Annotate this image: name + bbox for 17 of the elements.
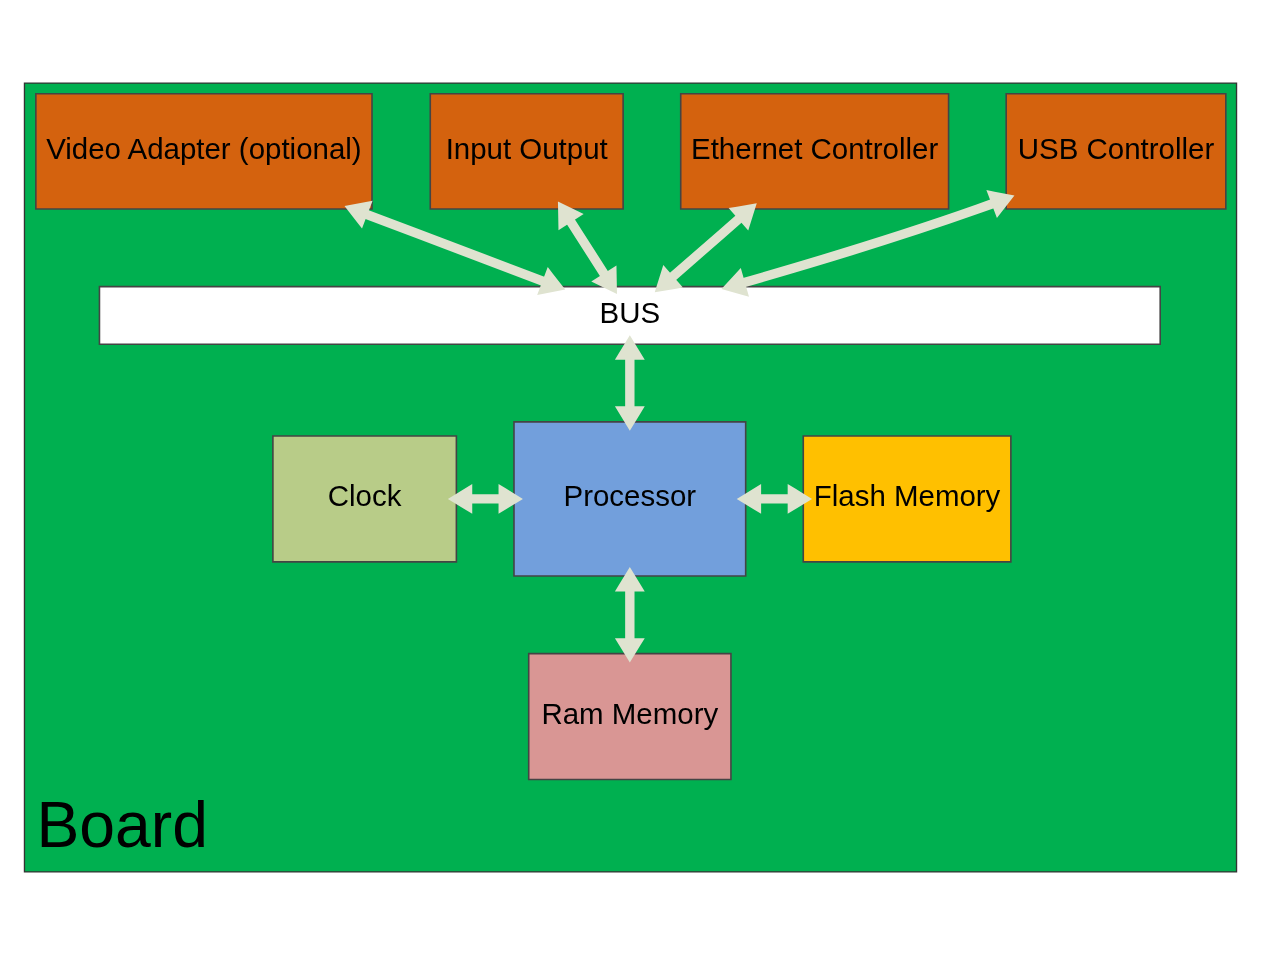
arrow — [614, 566, 645, 663]
node-box: Clock — [272, 434, 458, 563]
node-box: Processor — [513, 420, 747, 577]
arrow — [344, 200, 566, 295]
arrow — [614, 334, 645, 431]
node-box: Flash Memory — [802, 434, 1012, 563]
node-box: BUS — [98, 285, 1161, 345]
node-box: Input Output — [429, 92, 624, 210]
node-box: Video Adapter (optional) — [35, 92, 373, 210]
arrow — [736, 483, 813, 514]
node-box: Ethernet Controller — [679, 92, 950, 210]
arrow — [654, 202, 757, 292]
node-box: USB Controller — [1005, 92, 1227, 210]
arrow — [447, 483, 523, 514]
arrow — [557, 201, 617, 294]
arrow — [721, 189, 1015, 297]
node-box: Ram Memory — [527, 652, 732, 780]
